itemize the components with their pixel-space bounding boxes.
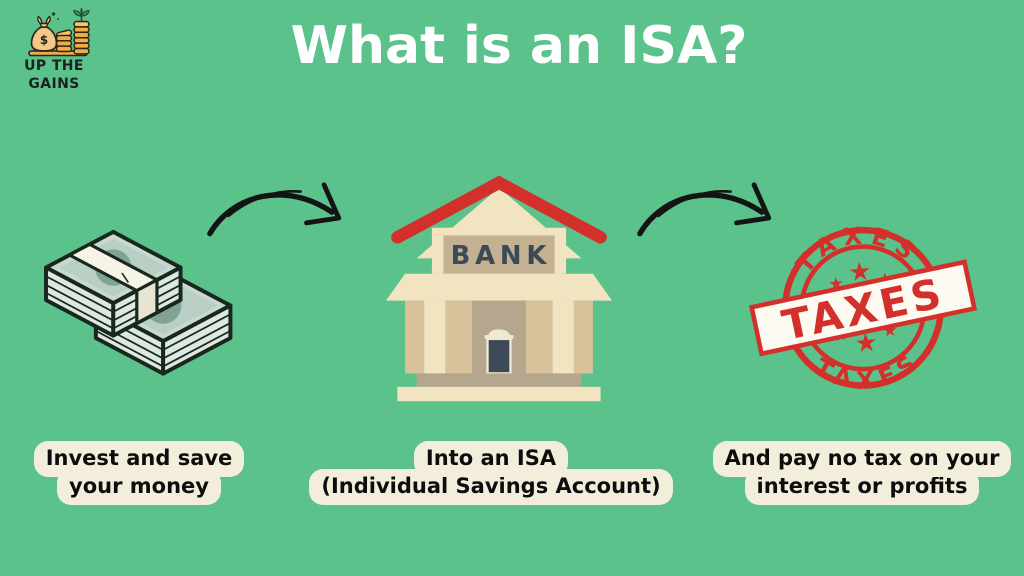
sparkles-shape — [49, 12, 59, 22]
page-title: What is an ISA? — [290, 16, 748, 76]
curved-arrow-icon — [637, 182, 772, 237]
front-cash-stack-shape — [44, 229, 183, 338]
arrow-strokes — [207, 182, 342, 237]
bank-shapes: BANK — [385, 175, 613, 402]
arrow-strokes — [637, 182, 772, 237]
money-bag-coin-stacks-icon: $ — [28, 7, 90, 57]
brand-name: UP THE GAINS — [8, 57, 100, 93]
svg-text:$: $ — [40, 33, 48, 47]
bank-building-icon: BANK — [385, 175, 613, 402]
stamp-shapes: TAXES TAXES ★ ★ ★ ★ ★ ★ ★ ★ ★ ★ TAXES — [748, 216, 978, 399]
plant-sprout-shape — [73, 7, 90, 22]
cash-stacks-icon — [44, 229, 233, 376]
caption-invest-line1: Invest and save — [33, 441, 245, 478]
money-bag-shape: $ — [30, 15, 58, 52]
caption-isa-line2: (Individual Savings Account) — [309, 469, 673, 506]
caption-no-tax-line1: And pay no tax on your — [712, 441, 1012, 478]
brand-name-line1: UP THE — [24, 58, 84, 74]
curved-arrow-icon — [207, 182, 342, 237]
bank-sign-text: BANK — [451, 241, 552, 271]
caption-isa-line1: Into an ISA — [413, 441, 569, 478]
bank-door-shape — [486, 337, 512, 375]
taxes-stamp-icon: TAXES TAXES ★ ★ ★ ★ ★ ★ ★ ★ ★ ★ TAXES — [748, 216, 978, 399]
coin-stacks-shape — [55, 20, 90, 55]
brand-name-line2: GAINS — [28, 76, 80, 93]
